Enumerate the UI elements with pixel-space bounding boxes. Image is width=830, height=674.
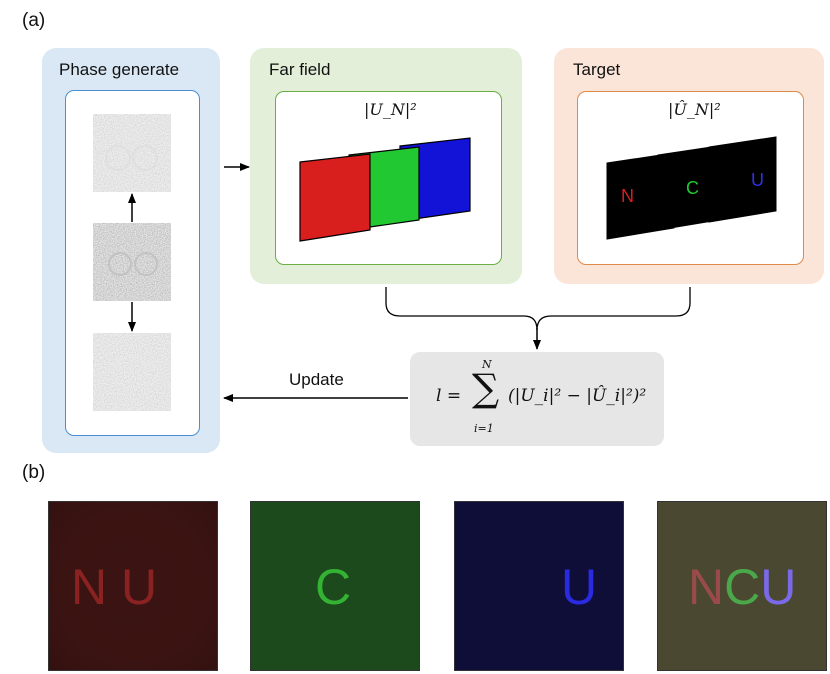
far-field-red-plane — [299, 153, 371, 242]
phase-generate-title: Phase generate — [59, 60, 180, 79]
merge-bracket — [385, 287, 691, 331]
summation-symbol: ∑ — [472, 366, 500, 410]
result-red-image: N U — [48, 501, 218, 671]
target-title: Target — [573, 60, 621, 79]
panel-b-label: (b) — [22, 462, 46, 483]
result-blue-letters: U — [561, 559, 598, 615]
loss-expression: (|U_i|² − |Û_i|²)² — [508, 386, 647, 406]
phase-thumbnail-top — [92, 113, 172, 193]
result-blue-image: U — [454, 501, 624, 671]
target-plane-1 — [606, 152, 675, 240]
result-combined-letters: NCU — [688, 559, 797, 615]
loss-formula-box: l = N ∑ i=1 (|U_i|² − |Û_i|²)² — [410, 352, 664, 446]
loss-lhs: l = — [436, 386, 462, 406]
far-field-title: Far field — [269, 60, 331, 79]
result-green-image: C — [250, 501, 420, 671]
sum-upper-limit: N — [482, 358, 492, 371]
target-letter-n: N — [621, 186, 634, 206]
target-formula: |Û_N|² — [668, 100, 721, 119]
phase-thumbnail-bottom — [92, 332, 172, 412]
sum-lower-limit: i=1 — [474, 422, 494, 435]
result-red-letters: N U — [71, 559, 158, 615]
far-field-formula: |U_N|² — [364, 100, 417, 119]
panel-a-label: (a) — [22, 10, 46, 31]
phase-thumbnail-middle — [92, 222, 172, 302]
result-combined-image: NCU — [657, 501, 827, 671]
target-letter-u: U — [751, 170, 764, 190]
update-label: Update — [289, 370, 344, 389]
target-letter-c: C — [686, 178, 699, 198]
result-green-letters: C — [315, 559, 352, 615]
